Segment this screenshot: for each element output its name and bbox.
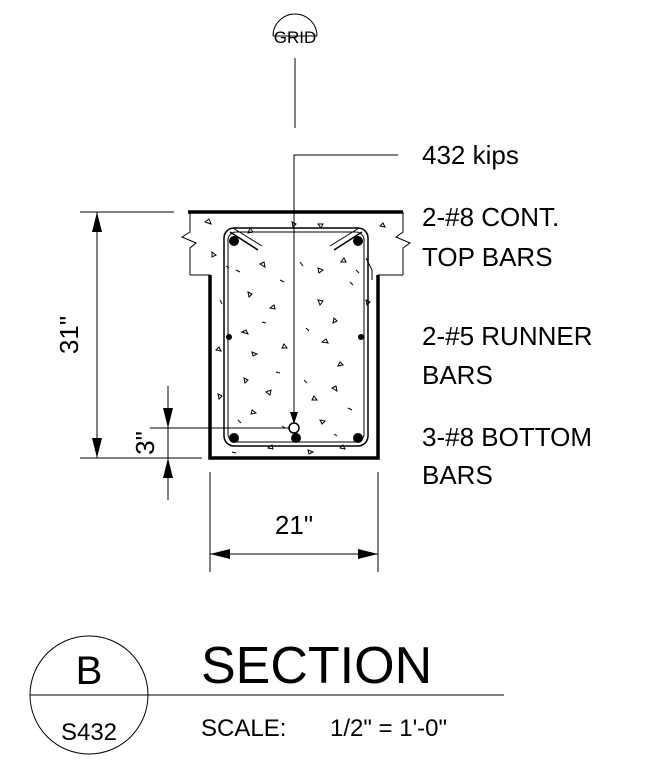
grid-bubble-arc	[272, 13, 318, 37]
offset-arrow-top	[163, 408, 173, 428]
offset-dimension: 3"	[130, 386, 290, 500]
height-dim-text: 31"	[54, 316, 84, 354]
load-callout: 432 kips	[290, 140, 519, 424]
top-bars-tail	[365, 257, 373, 280]
bottom-bar-left	[229, 433, 239, 443]
title-block: B S432 SECTION SCALE: 1/2" = 1'-0"	[29, 635, 504, 755]
bottom-bars-note-line1: 3-#8 BOTTOM	[422, 422, 592, 452]
width-arrow-right	[358, 549, 378, 559]
stirrup-inner	[227, 231, 365, 443]
width-dim-text: 21"	[275, 510, 313, 540]
top-bar-left	[229, 236, 239, 246]
offset-arrow-bottom	[163, 458, 173, 478]
detail-letter: B	[76, 649, 103, 693]
width-arrow-left	[210, 549, 230, 559]
scale-value: 1/2" = 1'-0"	[330, 715, 447, 742]
section-title: SECTION	[201, 637, 432, 695]
stirrup-hook-left	[229, 231, 259, 251]
runner-bar-right	[358, 334, 364, 340]
slab-right-break	[394, 212, 412, 275]
top-bars-note-line2: TOP BARS	[422, 242, 553, 272]
stirrup	[223, 227, 369, 447]
grid-label: GRID	[274, 28, 317, 47]
runner-bars-note-line1: 2-#5 RUNNER	[422, 321, 593, 351]
load-point-circle	[288, 422, 300, 434]
runner-bars-note-line2: BARS	[422, 360, 493, 390]
stirrup-hook-right	[333, 231, 363, 251]
scale-label: SCALE:	[201, 715, 286, 742]
load-leader	[293, 154, 398, 416]
width-dimension: 21"	[209, 472, 379, 572]
concrete-hatch	[203, 218, 386, 455]
rebar-notes: 2-#8 CONT. TOP BARS 2-#5 RUNNER BARS 3-#…	[422, 202, 593, 490]
offset-dim-text: 3"	[130, 431, 160, 455]
grid-bubble: GRID	[272, 13, 318, 128]
bottom-bar-middle	[291, 433, 301, 443]
stirrup-hook-right-b	[329, 227, 360, 247]
bottom-bars-note-line2: BARS	[422, 460, 493, 490]
load-arrowhead	[290, 412, 298, 424]
height-arrow-bottom	[92, 438, 102, 458]
height-dimension: 31"	[54, 211, 202, 459]
load-label: 432 kips	[422, 140, 519, 170]
runner-bar-left	[226, 334, 232, 340]
height-arrow-top	[92, 212, 102, 232]
top-bars-note-line1: 2-#8 CONT.	[422, 202, 559, 232]
beam-section	[180, 210, 412, 460]
top-bar-right	[353, 236, 363, 246]
web-outline	[208, 275, 380, 460]
slab-left-break	[180, 212, 197, 275]
sheet-number: S432	[61, 719, 117, 746]
stirrup-hook-left-b	[232, 227, 263, 247]
bottom-bar-right	[353, 433, 363, 443]
